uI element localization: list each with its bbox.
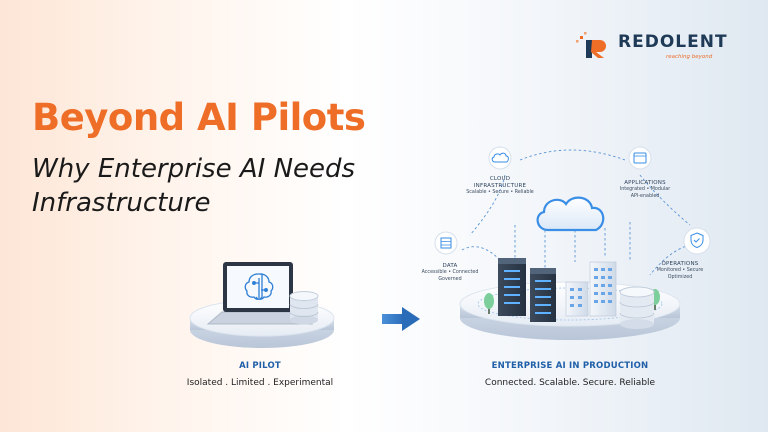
database-icon <box>289 291 319 325</box>
apps-sub-line-1: Integrated • Modular <box>619 187 671 192</box>
headline-title: Beyond AI Pilots <box>32 96 366 139</box>
ops-title: OPERATIONS <box>661 261 699 267</box>
cloud-icon <box>488 146 512 170</box>
pilot-caption-subtitle: Isolated . Limited . Experimental <box>186 378 334 388</box>
subtitle-line-1: Why Enterprise AI Needs <box>32 154 356 184</box>
headline-subtitle: Why Enterprise AI Needs Infrastructure <box>32 152 432 220</box>
subtitle-line-2: Infrastructure <box>32 188 211 218</box>
production-database-icon <box>619 286 655 329</box>
data-sub-line-1: Accessible • Connected <box>421 270 479 275</box>
data-sub-line-2: Governed <box>438 276 462 282</box>
app-window-icon <box>628 146 652 170</box>
production-caption-title: ENTERPRISE AI IN PRODUCTION <box>491 361 649 371</box>
apps-sub-line-2: API-enabled <box>630 193 660 199</box>
data-node-icon <box>434 231 458 255</box>
central-cloud-icon <box>536 196 605 232</box>
data-title: DATA <box>442 263 458 269</box>
applications-label: APPLICATIONS Integrated • Modular API-en… <box>600 180 690 200</box>
building-icon <box>565 261 617 317</box>
data-label: DATA Accessible • Connected Governed <box>410 263 490 283</box>
laptop <box>206 262 314 325</box>
arrow-right-icon <box>382 307 420 331</box>
shield-check-icon <box>683 227 711 255</box>
cloud-sub: Scalable • Secure • Reliable <box>466 190 534 195</box>
pilot-caption-title: AI PILOT <box>239 361 281 371</box>
brand-logo[interactable]: REDOLENT reaching beyond <box>580 30 740 68</box>
apps-title: APPLICATIONS <box>624 180 666 186</box>
cloud-title-line-2: INFRASTRUCTURE <box>473 183 527 189</box>
brand-name: REDOLENT <box>618 32 728 52</box>
operations-label: OPERATIONS Monitored • Secure Optimized <box>640 261 720 281</box>
brand-tagline: reaching beyond <box>666 54 713 60</box>
cloud-title-line-1: CLOUD <box>489 176 511 182</box>
production-caption-subtitle: Connected. Scalable. Secure. Reliable <box>484 378 656 388</box>
redolent-logo-icon <box>576 32 606 58</box>
cloud-infrastructure-label: CLOUD INFRASTRUCTURE Scalable • Secure •… <box>455 176 545 197</box>
ops-sub-line-1: Monitored • Secure <box>656 268 704 273</box>
brain-icon <box>244 273 274 300</box>
ops-sub-line-2: Optimized <box>667 274 693 280</box>
connection-lines <box>461 149 691 276</box>
server-icon <box>498 258 556 322</box>
